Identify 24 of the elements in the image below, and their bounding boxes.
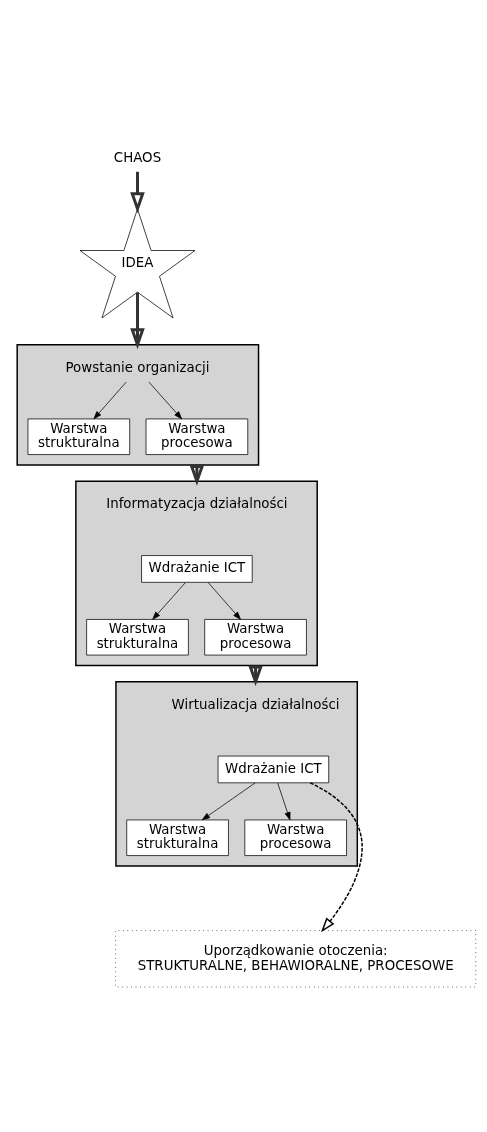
arrow [309,782,363,933]
node-text: CHAOS [113,149,162,165]
node-box: Warstwa strukturalna [86,619,189,656]
arrow [152,582,186,620]
node-text: Wirtualizacja działalności [171,696,340,712]
arrow [201,782,256,821]
arrow [207,582,241,620]
node-box: Warstwa procesowa [244,819,347,856]
arrow [93,381,127,420]
cluster [75,480,318,667]
node-text: Powstanie organizacji [65,359,210,375]
node-box: Wdrażanie ICT [217,755,330,784]
arrow [148,381,183,420]
node-box: Warstwa strukturalna [27,418,131,455]
node-box: Warstwa strukturalna [126,819,229,856]
node-box: Wdrażanie ICT [141,555,253,583]
cluster [115,681,359,867]
cluster [16,343,260,466]
node-box: Uporządkowanie otoczenia: STRUKTURALNE, BEHAWIORALNE, PROCESOWE [115,930,477,988]
arrow [277,782,291,821]
node-box: Warstwa procesowa [145,418,249,455]
node-box: Warstwa procesowa [204,619,307,656]
node-text: Informatyzacja działalności [106,496,288,512]
arrow [130,171,145,214]
